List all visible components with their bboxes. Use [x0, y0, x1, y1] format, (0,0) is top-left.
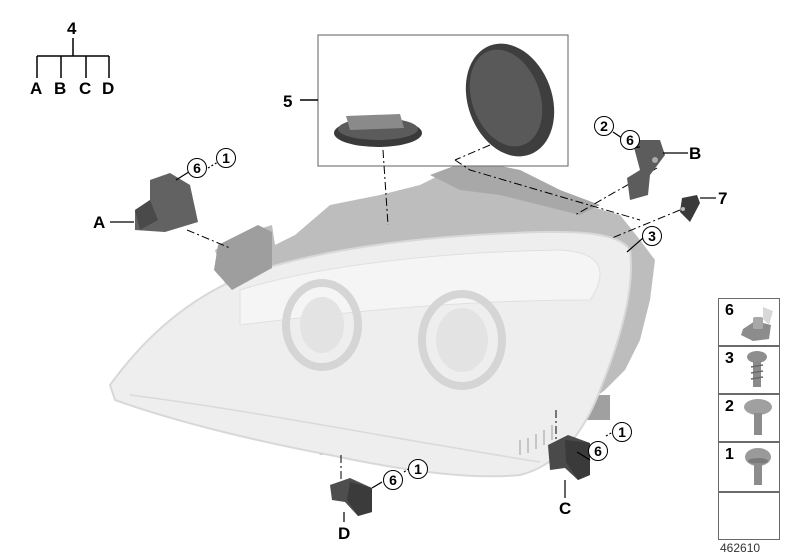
legend-number: 2	[725, 398, 734, 415]
assembly-tree-lines	[36, 38, 110, 78]
callout-d-ref-1: 1	[408, 459, 428, 479]
flat-head-screw-icon	[744, 399, 772, 435]
legend-number: 6	[725, 302, 734, 319]
callout-5: 5	[283, 92, 293, 111]
bracket-b	[627, 140, 665, 200]
callout-a-ref-6: 6	[187, 158, 207, 178]
legend-item-3: 3	[718, 346, 780, 394]
callout-c-ref-1: 1	[612, 422, 632, 442]
bracket-d	[330, 478, 372, 516]
callout-letter-d: D	[338, 524, 351, 543]
legend-number: 3	[725, 350, 734, 367]
legend-number: 1	[725, 446, 734, 463]
part7-cap	[680, 195, 700, 222]
collar-screw-icon	[745, 448, 771, 485]
bulb-holder	[334, 114, 422, 147]
tapping-screw-icon	[747, 351, 767, 387]
callout-7: 7	[718, 189, 728, 208]
assembly-label-4: 4	[67, 19, 77, 38]
headlight-lens	[108, 230, 632, 478]
callout-b-ref-2: 2	[594, 116, 614, 136]
clip-nut-icon	[741, 307, 773, 341]
legend-item-1: 1	[718, 442, 780, 492]
bracket-a-mounted	[214, 225, 272, 290]
callout-c-ref-6: 6	[588, 441, 608, 461]
tree-label-b: B	[54, 79, 67, 98]
legend-item-2: 2	[718, 394, 780, 442]
callout-a-ref-1: 1	[216, 148, 236, 168]
round-cover-cap	[465, 43, 555, 157]
leader-lines	[186, 144, 681, 492]
tree-label-d: D	[102, 79, 115, 98]
callout-letter-c: C	[559, 499, 572, 518]
callout-b-ref-6: 6	[620, 130, 640, 150]
tree-label-c: C	[79, 79, 92, 98]
legend-item-6: 6	[718, 298, 780, 346]
callout-d-ref-6: 6	[383, 470, 403, 490]
tree-label-a: A	[30, 79, 43, 98]
callout-letter-b: B	[689, 144, 702, 163]
callout-letter-a: A	[93, 213, 106, 232]
callout-3: 3	[642, 226, 662, 246]
bracket-a	[135, 173, 198, 232]
legend-direction-box	[718, 492, 780, 540]
bracket-c	[548, 435, 590, 480]
document-number: 462610	[720, 541, 761, 555]
